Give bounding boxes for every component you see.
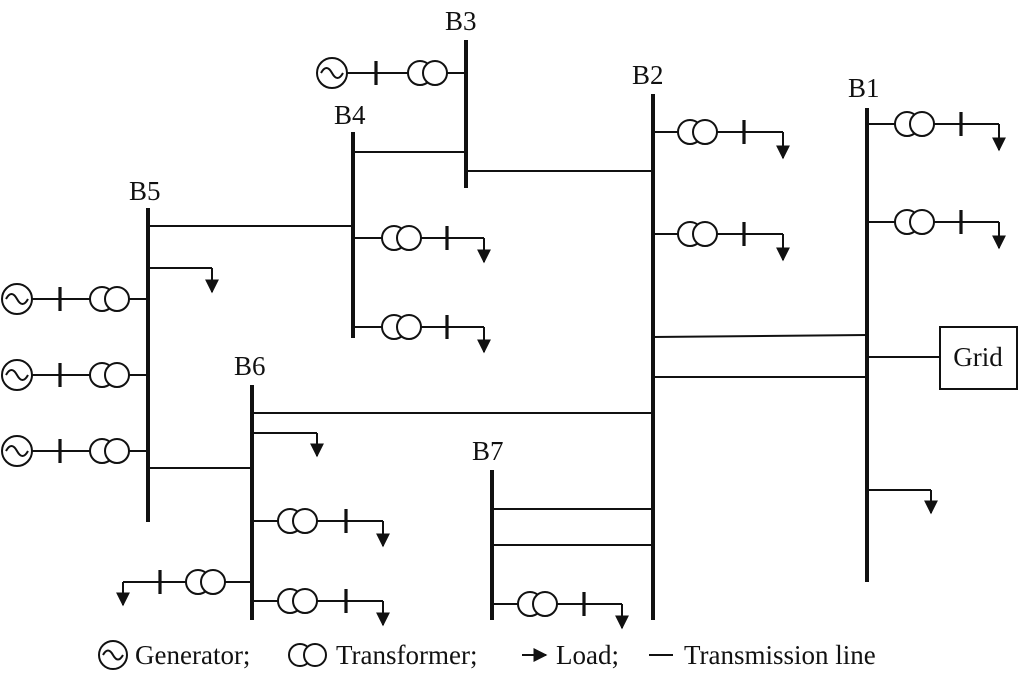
line-b2-b1-upper — [652, 334, 868, 338]
grid-box — [939, 326, 1018, 390]
legend: Generator; Transformer; Load; Transmissi… — [98, 640, 876, 670]
load-branch-b5-direct — [148, 267, 219, 294]
load-branch-b6-direct — [252, 432, 324, 458]
load-branch-b2-1 — [653, 119, 790, 160]
load-branch-b6-2 — [252, 588, 390, 627]
generator-branch-b5-1 — [1, 283, 148, 315]
legend-transformer-label: Transformer; — [336, 640, 478, 670]
load-branch-b2-2 — [653, 221, 790, 262]
generator-wave — [320, 67, 344, 79]
bus-label-b7: B7 — [472, 436, 504, 466]
load-branch-b1-2 — [867, 209, 1006, 250]
generator-branch-b5-2 — [1, 359, 148, 391]
generator-branch-b3 — [316, 57, 466, 89]
bus-label-b5: B5 — [129, 176, 161, 206]
bus-label-b1: B1 — [848, 73, 880, 103]
load-branch-b4-2 — [353, 314, 491, 354]
bus-label-b3: B3 — [445, 6, 477, 36]
load-branch-b1-1 — [867, 111, 1006, 152]
load-branch-b4-1 — [353, 225, 491, 264]
load-branch-b1-direct — [867, 489, 938, 515]
legend-load-label: Load; — [556, 640, 619, 670]
grid-label: Grid — [953, 342, 1003, 372]
bus-label-b2: B2 — [632, 60, 664, 90]
bus-label-b4: B4 — [334, 100, 366, 130]
legend-generator-label: Generator; — [135, 640, 250, 670]
load-branch-b6-left — [116, 569, 252, 607]
load-branch-b7-1 — [492, 591, 629, 630]
bus-label-b6: B6 — [234, 351, 266, 381]
load-branch-b6-1 — [252, 508, 390, 548]
generator-branch-b5-3 — [1, 435, 148, 467]
legend-line-label: Transmission line — [684, 640, 876, 670]
